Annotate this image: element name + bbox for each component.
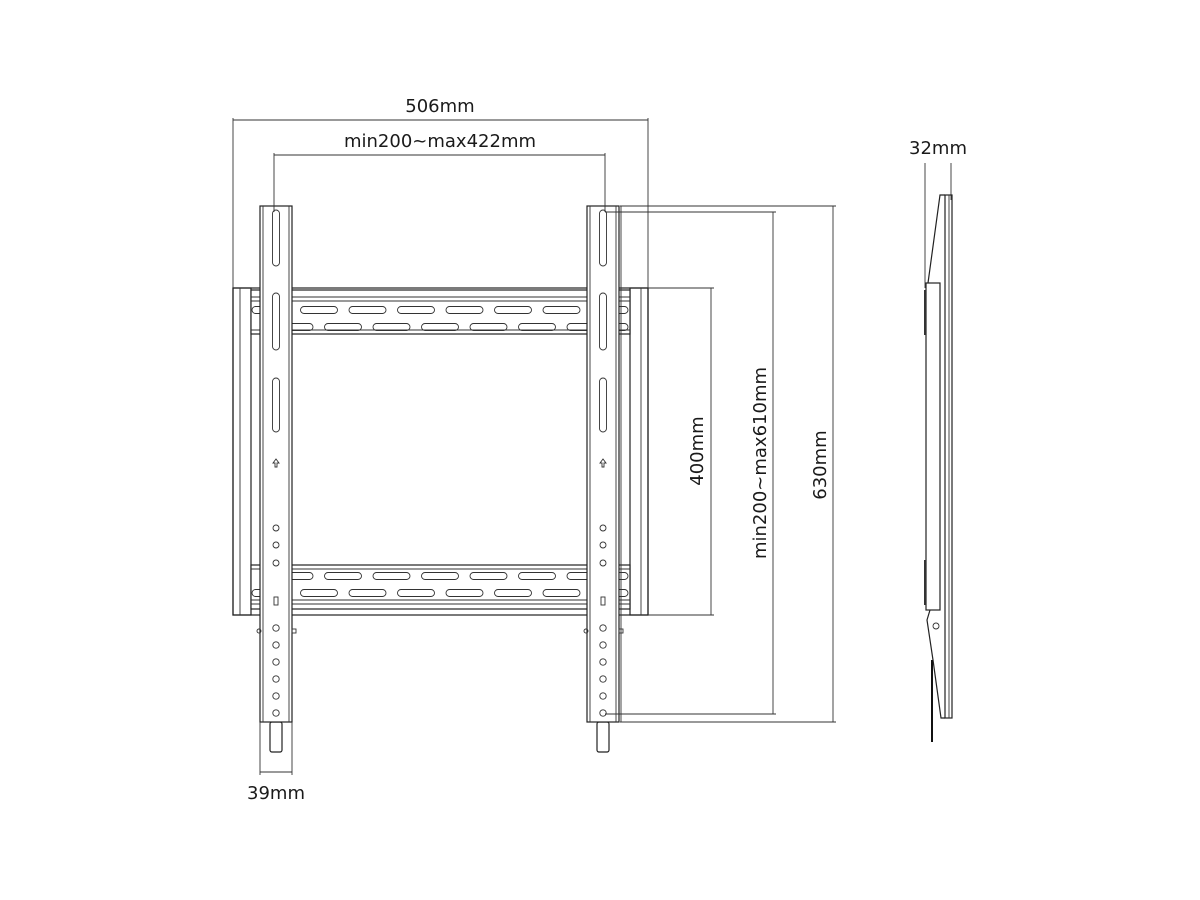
rail-slot xyxy=(324,572,362,580)
adjust-hole xyxy=(272,709,280,717)
upright-pin xyxy=(596,721,610,753)
dimension-upright-width: 39mm xyxy=(247,722,305,804)
rail-slot xyxy=(300,589,338,597)
rail-slot xyxy=(469,572,508,580)
upright-hole xyxy=(272,541,280,549)
wall-plate xyxy=(232,287,649,616)
side-knob xyxy=(256,628,262,634)
rail-slot xyxy=(494,306,532,314)
upright-hole xyxy=(599,524,607,532)
adjust-hole xyxy=(599,624,607,632)
adjust-hole xyxy=(599,658,607,666)
adjust-hole xyxy=(599,641,607,649)
rail-slot xyxy=(397,589,435,597)
upright-slot xyxy=(272,292,280,351)
rail-slot xyxy=(372,323,411,331)
adjust-hole xyxy=(272,624,280,632)
upright-hole xyxy=(599,559,607,567)
adjust-hole xyxy=(599,675,607,683)
adjust-hole xyxy=(599,692,607,700)
upright-slot xyxy=(599,209,607,267)
rail-slot xyxy=(372,572,411,580)
upright-hole xyxy=(272,559,280,567)
rail-slot xyxy=(445,306,484,314)
rail-slot xyxy=(494,589,532,597)
side-profile: 32mm xyxy=(909,138,967,742)
upright-slot xyxy=(272,377,280,433)
rail-slot xyxy=(469,323,508,331)
adjust-hole xyxy=(272,641,280,649)
top-rail xyxy=(250,289,631,335)
rail-slot xyxy=(421,572,459,580)
rail-slot xyxy=(542,306,581,314)
dimension-overall-width: 506mm xyxy=(232,96,649,288)
adjust-hole xyxy=(599,709,607,717)
rail-slot xyxy=(518,572,556,580)
lock-slot xyxy=(600,596,606,606)
profile-depth-label: 32mm xyxy=(909,138,967,159)
arrow-up-icon xyxy=(599,458,607,468)
dimension-vesa-vertical: min200~max610mm xyxy=(605,211,776,715)
adjust-hole xyxy=(272,675,280,683)
overall-width-label: 506mm xyxy=(405,96,474,117)
rail-slot xyxy=(518,323,556,331)
rail-slot xyxy=(348,589,387,597)
upright-slot xyxy=(599,292,607,351)
upright-hole xyxy=(272,524,280,532)
dimension-overall-height: 630mm xyxy=(620,205,836,723)
upright-slot xyxy=(272,209,280,267)
plate-height-label: 400mm xyxy=(687,416,708,485)
rail-slot xyxy=(397,306,435,314)
upright xyxy=(583,205,624,753)
upright-hole xyxy=(599,541,607,549)
adjust-hole xyxy=(272,692,280,700)
upright-width-label: 39mm xyxy=(247,783,305,804)
upright-pin xyxy=(269,721,283,753)
side-tab xyxy=(618,628,624,634)
upright-body xyxy=(259,205,293,723)
upright-body xyxy=(586,205,620,723)
side-tab xyxy=(291,628,297,634)
rail-slot xyxy=(300,306,338,314)
side-knob xyxy=(583,628,589,634)
rail-slot xyxy=(445,589,484,597)
upright xyxy=(256,205,297,753)
lock-slot xyxy=(273,596,279,606)
rail-slot xyxy=(542,589,581,597)
upright-slot xyxy=(599,377,607,433)
adjust-hole xyxy=(272,658,280,666)
vesa-horizontal-label: min200~max422mm xyxy=(344,131,536,152)
arrow-up-icon xyxy=(272,458,280,468)
overall-height-label: 630mm xyxy=(810,430,831,499)
rail-slot xyxy=(348,306,387,314)
rail-slot xyxy=(324,323,362,331)
dimension-vesa-horizontal: min200~max422mm xyxy=(273,131,606,212)
rail-slot xyxy=(421,323,459,331)
dimension-plate-height: 400mm xyxy=(648,287,714,616)
bottom-rail xyxy=(250,564,631,610)
vesa-vertical-label: min200~max610mm xyxy=(750,367,771,559)
